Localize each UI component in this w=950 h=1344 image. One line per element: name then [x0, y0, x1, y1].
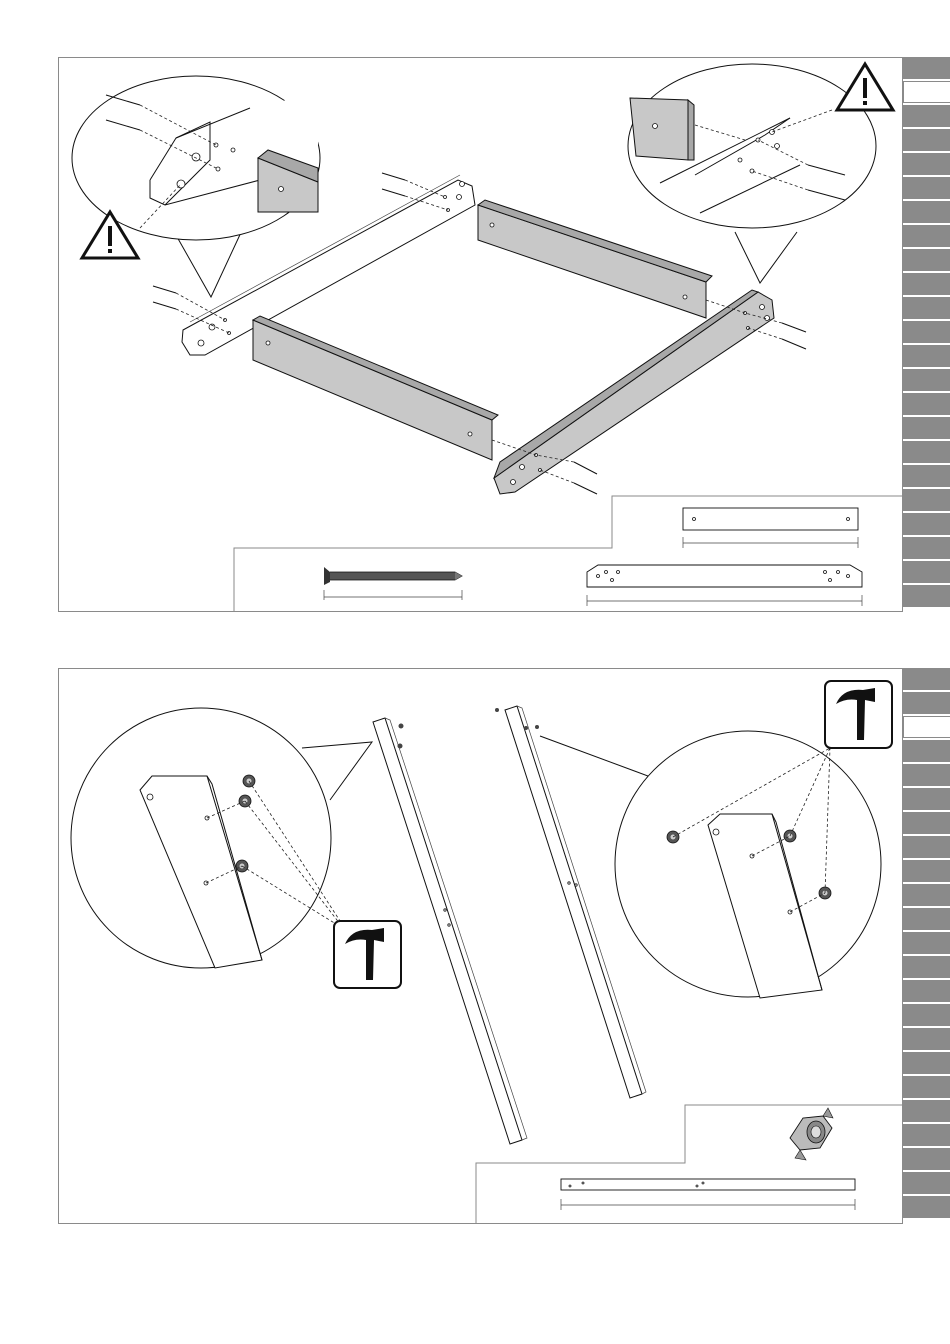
page-tab: [903, 692, 950, 714]
page-tab: [903, 1028, 950, 1050]
page-tab: [903, 980, 950, 1002]
assembly-step-posts: [58, 668, 903, 1224]
page-tab: [903, 788, 950, 810]
page-tab: [903, 956, 950, 978]
page-tab: [903, 1100, 950, 1122]
page-tab: [903, 812, 950, 834]
page-tab: [903, 836, 950, 858]
page-tab: [903, 740, 950, 762]
page-tab: [903, 1148, 950, 1170]
page-tab: [903, 668, 950, 690]
page-tab: [903, 764, 950, 786]
page-tab: [903, 1076, 950, 1098]
page-tab: [903, 1124, 950, 1146]
page-tab: [903, 1052, 950, 1074]
page-tab: [903, 932, 950, 954]
page-tab: [903, 860, 950, 882]
page-tab: [903, 884, 950, 906]
page-tabs-bottom: [903, 668, 950, 1220]
page-tab: [903, 908, 950, 930]
page-tab: [903, 1172, 950, 1194]
page-tab-active: [903, 716, 950, 738]
page-tab: [903, 1196, 950, 1218]
assembly-step-frame: [58, 57, 903, 612]
page-tab: [903, 1004, 950, 1026]
